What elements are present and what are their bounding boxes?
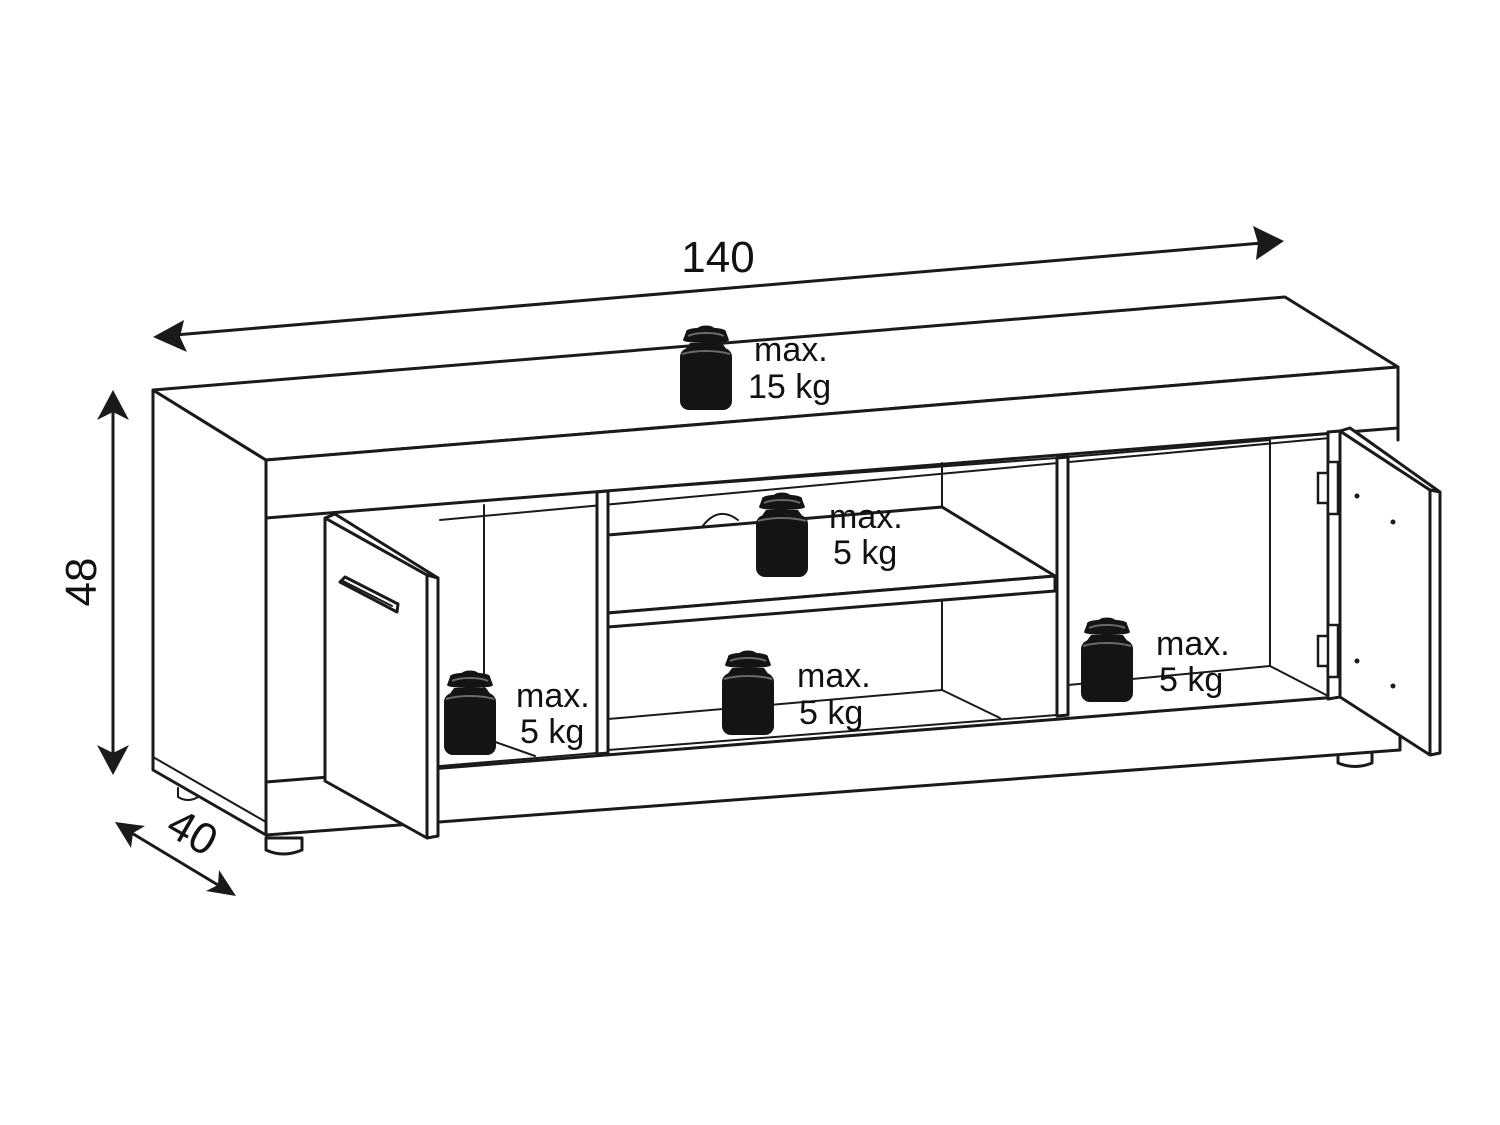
load-left-line1: max.: [516, 677, 590, 715]
left-side-panel: [151, 388, 268, 837]
tv-stand: [151, 295, 1442, 856]
middle-compartment: [606, 457, 1058, 751]
weight-icon: [721, 649, 775, 736]
weight-icon: [679, 324, 733, 411]
door-handle[interactable]: [338, 575, 400, 614]
right-door[interactable]: [1316, 426, 1442, 757]
load-middle-bottom: max. 5 kg: [721, 649, 871, 736]
load-middle-line2: 5 kg: [799, 694, 863, 732]
load-top-line2: 15 kg: [748, 368, 831, 406]
width-arrow-icon: [153, 226, 1284, 352]
load-right-line1: max.: [1156, 625, 1230, 663]
load-middle-upper-shelf: max. 5 kg: [755, 491, 903, 578]
height-dimension: 48: [57, 390, 129, 775]
load-middle-line1: max.: [797, 657, 871, 695]
load-left-compartment: max. 5 kg: [443, 669, 590, 756]
height-label: 48: [57, 558, 106, 607]
weight-icon: [443, 669, 497, 756]
weight-icon: [755, 491, 809, 578]
depth-dimension: 40: [115, 799, 236, 896]
load-shelf-line2: 5 kg: [833, 534, 897, 572]
depth-arrow-icon: [115, 822, 236, 896]
load-left-line2: 5 kg: [520, 713, 584, 751]
load-right-line2: 5 kg: [1159, 661, 1223, 699]
height-arrow-icon: [97, 390, 129, 775]
load-right-compartment: max. 5 kg: [1080, 616, 1230, 703]
width-label: 140: [681, 233, 754, 282]
width-dimension: 140: [153, 226, 1284, 352]
left-door[interactable]: [323, 512, 440, 840]
weight-icon: [1080, 616, 1134, 703]
hinge-icon: [1316, 460, 1340, 679]
load-top-line1: max.: [754, 331, 828, 369]
load-shelf-line1: max.: [829, 498, 903, 536]
load-top: max. 15 kg: [679, 324, 831, 411]
feet: [177, 750, 1374, 856]
